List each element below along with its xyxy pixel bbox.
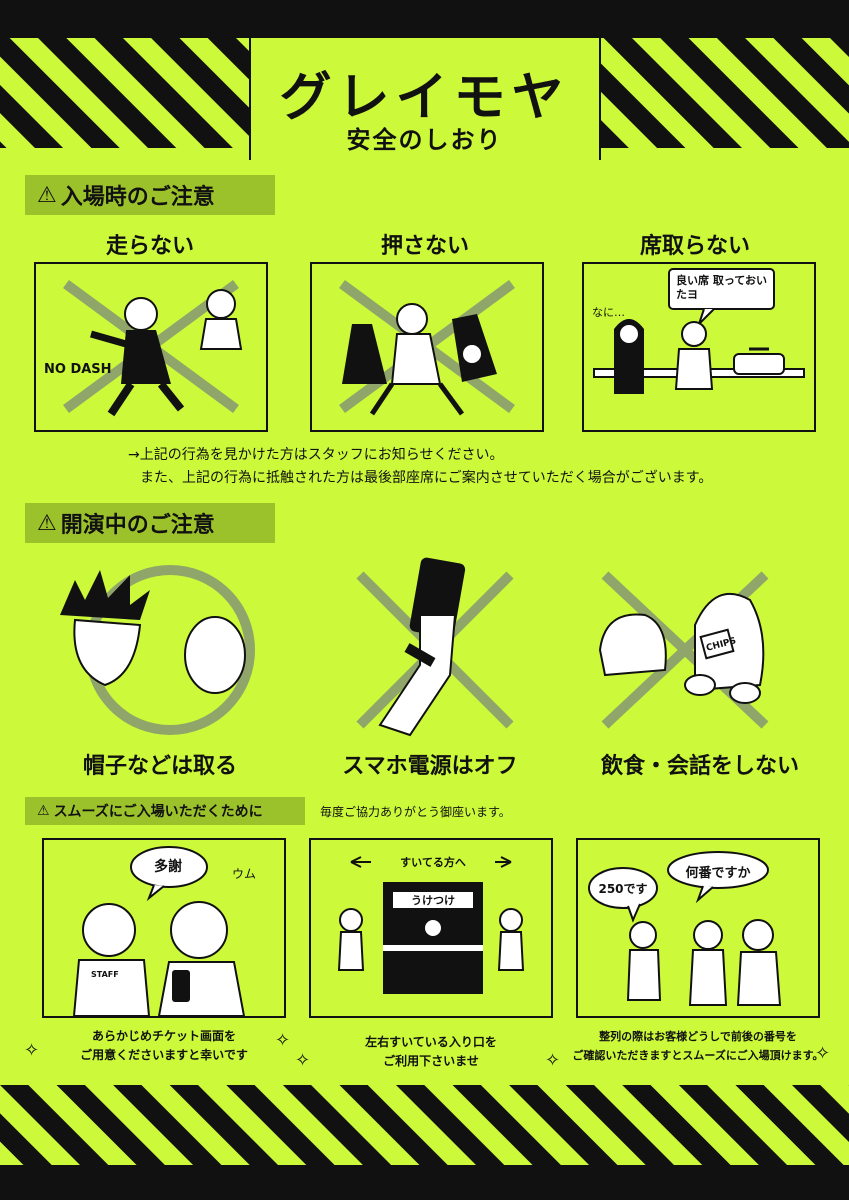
item-label-no-running: 走らない bbox=[105, 234, 194, 259]
no-eating-talking-illustration bbox=[598, 571, 769, 729]
sparkle-icon: ✧ bbox=[275, 1030, 291, 1051]
section-heading-smooth-label: スムーズにご入場いただくために bbox=[53, 804, 263, 820]
caption-check-numbers: 整列の際はお客様どうしで前後の番号を ご確認いただきますとスムーズにご入場頂けま… bbox=[566, 1027, 830, 1065]
page-subtitle: 安全のしおり bbox=[346, 126, 503, 154]
nod-text: ウム bbox=[232, 867, 257, 881]
empty-entrance-illustration bbox=[337, 856, 525, 994]
section-heading-show: ⚠ 開演中のご注意 bbox=[25, 503, 275, 543]
warning-icon: ⚠ bbox=[37, 510, 57, 536]
caption-empty-entrance-line-2: ご利用下さいませ bbox=[383, 1054, 479, 1068]
item-label-no-pushing: 押さない bbox=[380, 234, 469, 259]
running-illustration bbox=[63, 279, 243, 417]
panel-no-running: NO DASH bbox=[34, 262, 268, 432]
panel-check-numbers: 250です 何番ですか bbox=[576, 838, 820, 1018]
panel-ticket-ready: 多謝 ウム STAFF bbox=[42, 838, 286, 1018]
caption-empty-entrance: 左右すいている入り口を ご利用下さいませ bbox=[309, 1033, 553, 1071]
hazard-stripes-bottom bbox=[0, 1085, 849, 1200]
hats-off-illustration bbox=[60, 565, 255, 735]
question-bubble-text: 何番ですか bbox=[685, 866, 751, 881]
hazard-stripes-top bbox=[0, 0, 849, 160]
seat-saving-illustration bbox=[593, 268, 805, 394]
ticket-ready-illustration bbox=[72, 846, 246, 1016]
sparkle-icon: ✧ bbox=[815, 1043, 831, 1064]
arrow-text: すいてる方へ bbox=[371, 854, 495, 870]
warning-icon: ⚠ bbox=[37, 182, 57, 208]
thank-you-bubble-text: 多謝 bbox=[154, 859, 182, 875]
sparkle-icon: ✧ bbox=[545, 1050, 561, 1071]
entry-note-line-1: →上記の行為を見かけた方はスタッフにお知らせください。 bbox=[128, 447, 504, 463]
panel-no-seat-saving: 良い席 取っておいたヨ なに… bbox=[582, 262, 816, 432]
item-label-no-seat-saving: 席取らない bbox=[639, 234, 750, 259]
check-numbers-illustration bbox=[588, 851, 782, 1006]
warning-icon: ⚠ bbox=[37, 803, 50, 819]
caption-check-numbers-line-2: ご確認いただきますとスムーズにご入場頂けます。 bbox=[572, 1049, 824, 1062]
item-label-phone-off: スマホ電源はオフ bbox=[342, 754, 518, 779]
reception-booth-text: うけつけ bbox=[411, 894, 455, 907]
sparkle-icon: ✧ bbox=[295, 1050, 311, 1071]
seat-saving-bubble-text: 良い席 取っておいたヨ bbox=[676, 274, 767, 301]
number-bubble-text: 250です bbox=[598, 882, 648, 896]
thanks-text: 毎度ご協力ありがとう御座います。 bbox=[320, 805, 511, 819]
item-label-remove-hat: 帽子などは取る bbox=[82, 754, 237, 779]
caption-ticket-ready: あらかじめチケット画面を ご用意くださいますと幸いです bbox=[42, 1027, 286, 1065]
panel-no-pushing bbox=[310, 262, 544, 432]
entry-note-line-2: また、上記の行為に抵触された方は最後部座席にご案内させていただく場合がございます… bbox=[140, 470, 713, 486]
staff-badge-text: STAFF bbox=[91, 970, 119, 979]
section-heading-show-label: 開演中のご注意 bbox=[60, 513, 215, 538]
page-title: グレイモヤ bbox=[279, 68, 570, 128]
panel-empty-entrance: すいてる方へ うけつけ bbox=[309, 838, 553, 1018]
item-label-no-eating-talking: 飲食・会話をしない bbox=[600, 754, 799, 779]
pushing-illustration bbox=[339, 279, 515, 416]
sparkle-icon: ✧ bbox=[24, 1040, 40, 1061]
caption-ticket-ready-line-1: あらかじめチケット画面を bbox=[91, 1029, 236, 1043]
no-dash-text: NO DASH bbox=[44, 362, 112, 377]
section-heading-smooth: ⚠ スムーズにご入場いただくために bbox=[25, 797, 305, 825]
section-heading-entry: ⚠ 入場時のご注意 bbox=[25, 175, 275, 215]
caption-check-numbers-line-1: 整列の際はお客様どうしで前後の番号を bbox=[599, 1030, 797, 1043]
section-heading-entry-label: 入場時のご注意 bbox=[60, 185, 215, 210]
caption-empty-entrance-line-1: 左右すいている入り口を bbox=[365, 1035, 497, 1049]
phone-off-illustration bbox=[356, 557, 514, 737]
caption-ticket-ready-line-2: ご用意くださいますと幸いです bbox=[80, 1048, 248, 1062]
seat-saving-aside-text: なに… bbox=[592, 306, 625, 319]
